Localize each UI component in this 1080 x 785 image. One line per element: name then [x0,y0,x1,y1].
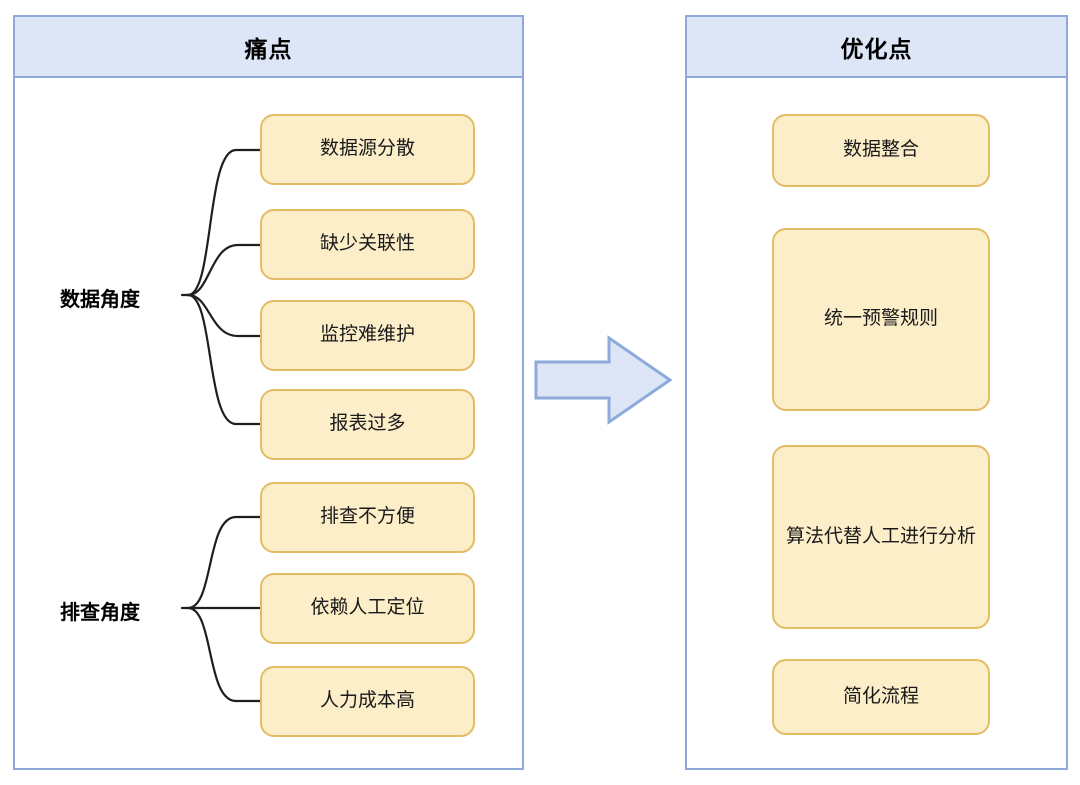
pain-points-header: 痛点 [15,17,522,78]
transition-arrow [533,330,673,430]
pain-group-label-troubleshoot-perspective: 排查角度 [60,602,140,624]
pain-item-box[interactable]: 依赖人工定位 [260,573,475,644]
optimization-item-box[interactable]: 简化流程 [772,659,990,735]
optimization-item-box[interactable]: 统一预警规则 [772,228,990,411]
pain-item-box[interactable]: 缺少关联性 [260,209,475,280]
optimizations-header: 优化点 [687,17,1066,78]
pain-item-box[interactable]: 监控难维护 [260,300,475,371]
pain-group-label-data-perspective: 数据角度 [60,289,140,311]
pain-item-box[interactable]: 数据源分散 [260,114,475,185]
pain-item-box[interactable]: 报表过多 [260,389,475,460]
optimization-item-box[interactable]: 算法代替人工进行分析 [772,445,990,629]
optimizations-title: 优化点 [840,35,913,62]
pain-item-box[interactable]: 排查不方便 [260,482,475,553]
right-arrow-icon [534,335,673,425]
pain-item-box[interactable]: 人力成本高 [260,666,475,737]
optimization-item-box[interactable]: 数据整合 [772,114,990,187]
pain-points-title: 痛点 [244,35,293,62]
